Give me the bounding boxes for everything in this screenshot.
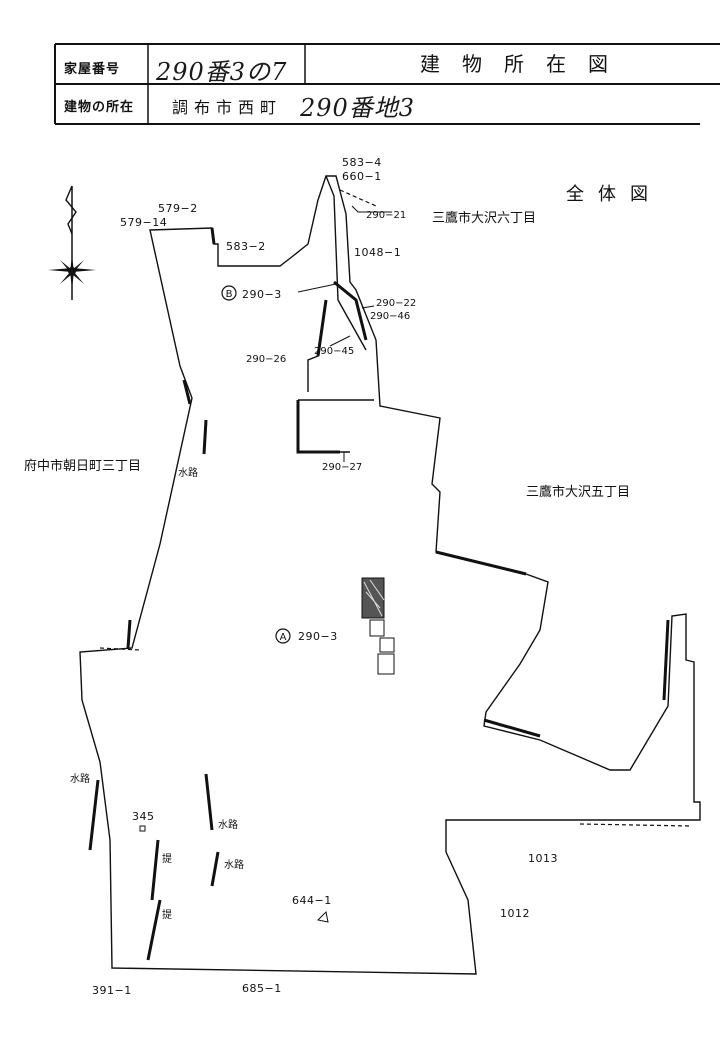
location-handwritten: 290番地3 <box>300 94 416 122</box>
parcel-1013: 1013 <box>528 852 558 865</box>
main-parcel-outline <box>79 175 701 975</box>
location-typed: 調布市西町 <box>172 98 283 117</box>
waterway-label-3: 水路 <box>218 818 238 831</box>
building-outlines <box>369 619 395 675</box>
small-structure-644-1 <box>316 910 329 923</box>
area-east: 三鷹市大沢五丁目 <box>526 484 630 500</box>
waterway-label-1: 水路 <box>178 466 198 479</box>
dashed-leads <box>99 189 691 827</box>
parcel-660-1: 660−1 <box>342 170 382 183</box>
boundary-heavy <box>88 227 670 961</box>
svg-text:B: B <box>226 289 233 300</box>
parcel-290-3-a: 290−3 <box>298 630 338 643</box>
page-title: 建物所在図 <box>420 52 630 76</box>
location-label: 建物の所在 <box>64 100 135 115</box>
parcel-290-21: 290−21 <box>366 210 406 221</box>
house-number-label: 家屋番号 <box>64 62 121 77</box>
parcel-345: 345 <box>132 810 155 823</box>
waterway-label-4: 水路 <box>224 858 244 871</box>
parcel-644-1: 644−1 <box>292 894 332 907</box>
svg-text:A: A <box>280 632 287 643</box>
header-form: 家屋番号 290番3の7 建物所在図 建物の所在 調布市西町 290番地3 <box>0 0 720 140</box>
parcel-391-1: 391−1 <box>92 984 132 997</box>
parcel-685-1: 685−1 <box>242 982 282 995</box>
compass-icon <box>48 185 96 300</box>
embankment-label-2: 提 <box>162 909 172 921</box>
area-west: 府中市朝日町三丁目 <box>24 458 141 474</box>
parcel-290-45: 290−45 <box>314 346 354 357</box>
parcel-290-26: 290−26 <box>246 354 286 365</box>
leader-lines <box>297 205 392 462</box>
overview-label: 全体図 <box>566 184 662 205</box>
header-frame <box>54 43 720 125</box>
parcel-579-14: 579−14 <box>120 216 167 229</box>
area-northeast: 三鷹市大沢六丁目 <box>432 210 536 226</box>
house-number-value: 290番3の7 <box>156 58 288 86</box>
parcel-290-27: 290−27 <box>322 462 362 473</box>
parcel-579-2: 579−2 <box>158 202 198 215</box>
marker-345 <box>139 825 146 832</box>
parcel-583-2: 583−2 <box>226 240 266 253</box>
parcel-1012: 1012 <box>500 907 530 920</box>
embankment-label-1: 提 <box>162 853 172 865</box>
parcel-290-3-b: 290−3 <box>242 288 282 301</box>
parcel-1048-1: 1048−1 <box>354 246 401 259</box>
building-shaded <box>361 577 385 619</box>
marker-b: B <box>221 285 237 301</box>
waterway-label-2: 水路 <box>70 772 90 785</box>
marker-a: A <box>275 628 291 644</box>
parcel-290-22: 290−22 <box>376 298 416 309</box>
parcel-583-4: 583−4 <box>342 156 382 169</box>
parcel-290-46: 290−46 <box>370 311 410 322</box>
